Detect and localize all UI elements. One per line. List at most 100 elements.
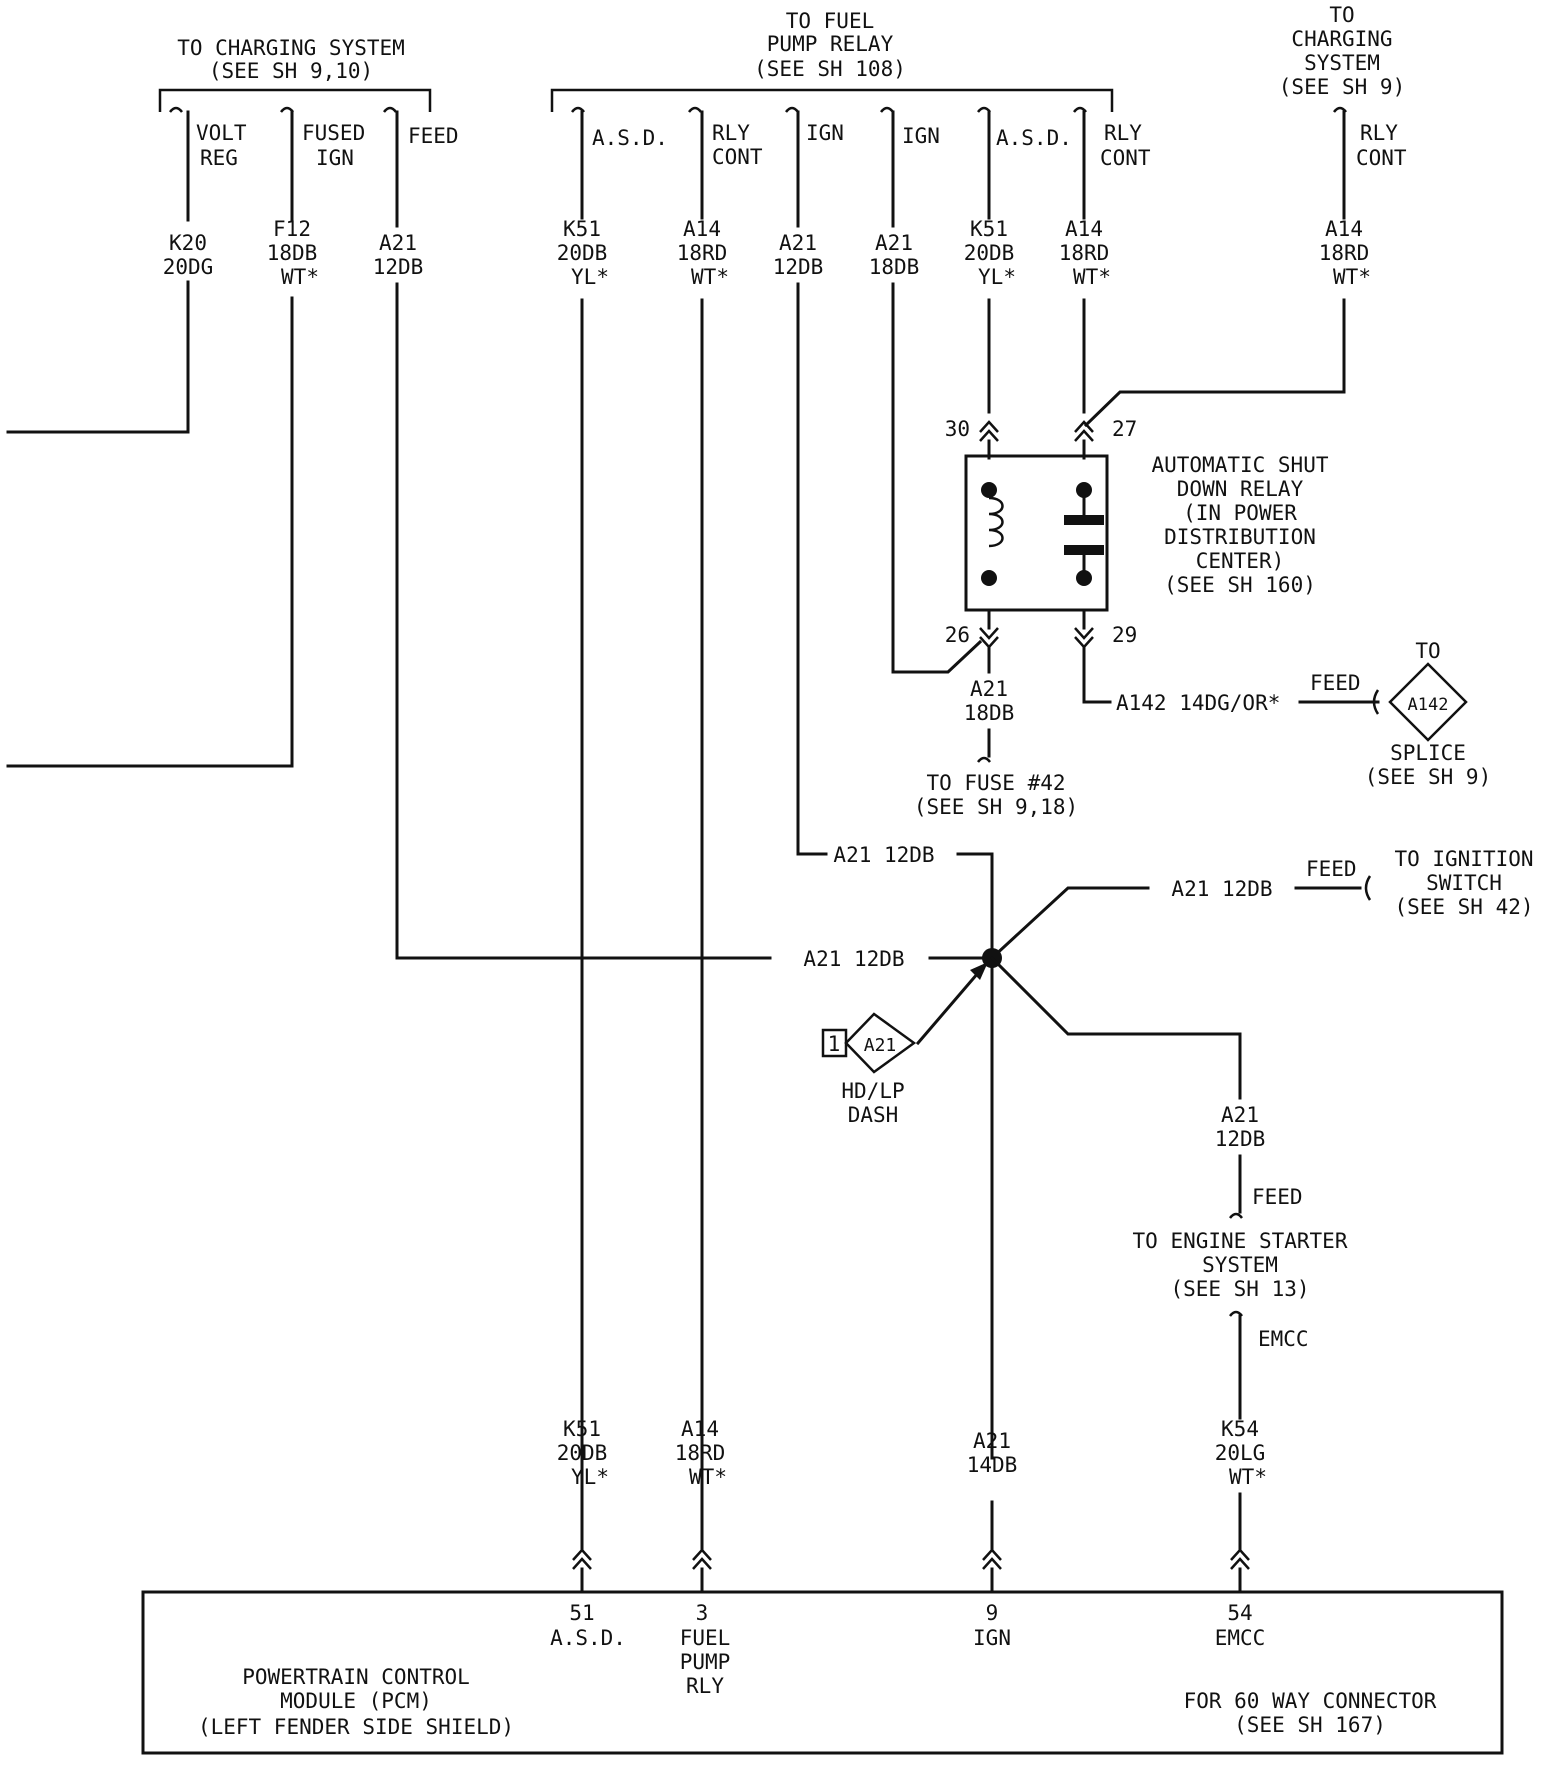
a14-relay-label: A14 <box>1065 217 1103 241</box>
pcm-pin-51: 51 <box>569 1601 594 1625</box>
hdlp-num: 1 <box>828 1032 841 1056</box>
arrow-icon <box>970 962 988 980</box>
splice-see-label: (SEE SH 9) <box>1365 765 1491 789</box>
a21-gauge: 12DB <box>373 255 424 279</box>
pcm-connector-label: FOR 60 WAY CONNECTOR <box>1184 1689 1437 1713</box>
k51-relay-label: K51 <box>970 217 1008 241</box>
k51-label: K51 <box>563 217 601 241</box>
pcm-box <box>141 1590 1504 1755</box>
connector-hook <box>1364 875 1372 901</box>
ign-label: IGN <box>806 121 844 145</box>
wire-f12 <box>6 296 294 768</box>
fuel-pump-title-2: PUMP RELAY <box>767 32 894 56</box>
rly-cont-label: RLY <box>712 121 750 145</box>
pcm-k54-color: WT* <box>1229 1465 1267 1489</box>
splice-label: SPLICE <box>1390 741 1466 765</box>
charging-right-system: SYSTEM <box>1304 51 1380 75</box>
pcm-connector-9-icon <box>982 1548 1002 1570</box>
f12-color: WT* <box>281 265 319 289</box>
pcm-a14-gauge: 18RD <box>675 1441 726 1465</box>
pcm-connector-51-icon <box>572 1548 592 1570</box>
wire-a14-right <box>1083 298 1346 428</box>
charging-see: (SEE SH 9,10) <box>209 59 373 83</box>
relay-see: (SEE SH 160) <box>1164 573 1316 597</box>
splice-a142-id: A142 <box>1408 695 1449 715</box>
pcm-connector-3-icon <box>692 1548 712 1570</box>
contact-terminal <box>1076 482 1092 498</box>
relay-name-3: (IN POWER <box>1183 501 1297 525</box>
a21-label: A21 <box>379 231 417 255</box>
charging-system-group: TO CHARGING SYSTEM (SEE SH 9,10) VOLT RE… <box>158 36 459 170</box>
connector-hook <box>880 106 894 113</box>
pcm-leads <box>580 1536 1242 1594</box>
pcm-pin-9-label: IGN <box>973 1626 1011 1650</box>
junction-a21-right-label: A21 12DB <box>1171 877 1272 901</box>
volt-reg-label-2: REG <box>200 146 238 170</box>
a21-ign-label: A21 <box>779 231 817 255</box>
feed-label: FEED <box>408 124 459 148</box>
a142-wire-label: A142 14DG/OR* <box>1116 691 1280 715</box>
hdlp-diamond <box>844 1012 917 1074</box>
ignition-see-label: (SEE SH 42) <box>1394 895 1533 919</box>
fuse-see-label: (SEE SH 9,18) <box>914 795 1078 819</box>
rly-cont-label-4: CONT <box>1100 146 1151 170</box>
coil-terminal <box>981 482 997 498</box>
connector-26-icon <box>979 627 999 649</box>
wire-junction-top <box>956 852 994 960</box>
a142-feed-label: FEED <box>1310 671 1361 695</box>
pin-29-label: 29 <box>1112 623 1137 647</box>
fuse-wire-gauge: 18DB <box>964 701 1015 725</box>
f12-gauge: 18DB <box>267 241 318 265</box>
asd-label-2: A.S.D. <box>996 126 1072 150</box>
wire-a21-18db <box>891 282 983 674</box>
wire-a21-ign <box>796 282 828 856</box>
connector-27-icon <box>1074 420 1094 442</box>
connector-hook <box>785 106 799 113</box>
pin-27-label: 27 <box>1112 417 1137 441</box>
pcm-pin-3-label: FUEL <box>680 1626 731 1650</box>
pcm-pin-3: 3 <box>696 1601 709 1625</box>
starter-see-label: (SEE SH 13) <box>1170 1277 1309 1301</box>
charging-right-group: TO CHARGING SYSTEM (SEE SH 9) RLY CONT <box>1279 3 1407 170</box>
pcm-pin-54-label: EMCC <box>1215 1626 1266 1650</box>
connector-hook <box>1229 1212 1243 1219</box>
hdlp-dash-label: DASH <box>848 1103 899 1127</box>
volt-reg-label: VOLT <box>196 121 247 145</box>
fuel-pump-relay-group: TO FUEL PUMP RELAY (SEE SH 108) A.S.D. R… <box>550 9 1151 170</box>
right-rly-label: RLY <box>1360 121 1398 145</box>
connector-hook <box>688 106 702 113</box>
junction-a21-left-label: A21 12DB <box>803 947 904 971</box>
a14-gauge: 18RD <box>677 241 728 265</box>
wire-relay-29 <box>1082 645 1112 704</box>
a14-label: A14 <box>683 217 721 241</box>
contact-icon <box>1064 515 1104 525</box>
pcm-a21-gauge: 14DB <box>967 1453 1018 1477</box>
k20-gauge: 20DG <box>163 255 214 279</box>
pcm-a21-label: A21 <box>973 1429 1011 1453</box>
k51-color: YL* <box>571 265 609 289</box>
wire-hdlp <box>915 970 981 1046</box>
relay-name-2: DOWN RELAY <box>1177 477 1304 501</box>
pcm-k51-label: K51 <box>563 1417 601 1441</box>
pcm-pin-3-label-2: PUMP <box>680 1650 731 1674</box>
pcm-pin-3-label-3: RLY <box>686 1674 724 1698</box>
coil-icon <box>988 496 1004 548</box>
fuse-wire-label: A21 <box>970 677 1008 701</box>
a14-right-label: A14 <box>1325 217 1363 241</box>
a21-ign-gauge: 12DB <box>773 255 824 279</box>
contact-icon <box>1064 545 1104 555</box>
pcm-pin-51-label: A.S.D. <box>550 1626 626 1650</box>
connector-hook <box>383 106 397 113</box>
fused-ign-label: FUSED <box>302 121 365 145</box>
pin-26-label: 26 <box>945 623 970 647</box>
charging-right-title: CHARGING <box>1291 27 1392 51</box>
wire-a21-left <box>395 282 772 960</box>
fuse-to-label: TO FUSE #42 <box>926 771 1065 795</box>
wire-to-starter <box>989 955 1242 1100</box>
fuel-pump-bracket <box>550 88 1114 112</box>
k51-relay-gauge: 20DB <box>964 241 1015 265</box>
connector-29-icon <box>1074 627 1094 649</box>
connector-30-icon <box>979 420 999 442</box>
pcm-k51-color: YL* <box>571 1465 609 1489</box>
pcm-name-3: (LEFT FENDER SIDE SHIELD) <box>198 1715 514 1739</box>
